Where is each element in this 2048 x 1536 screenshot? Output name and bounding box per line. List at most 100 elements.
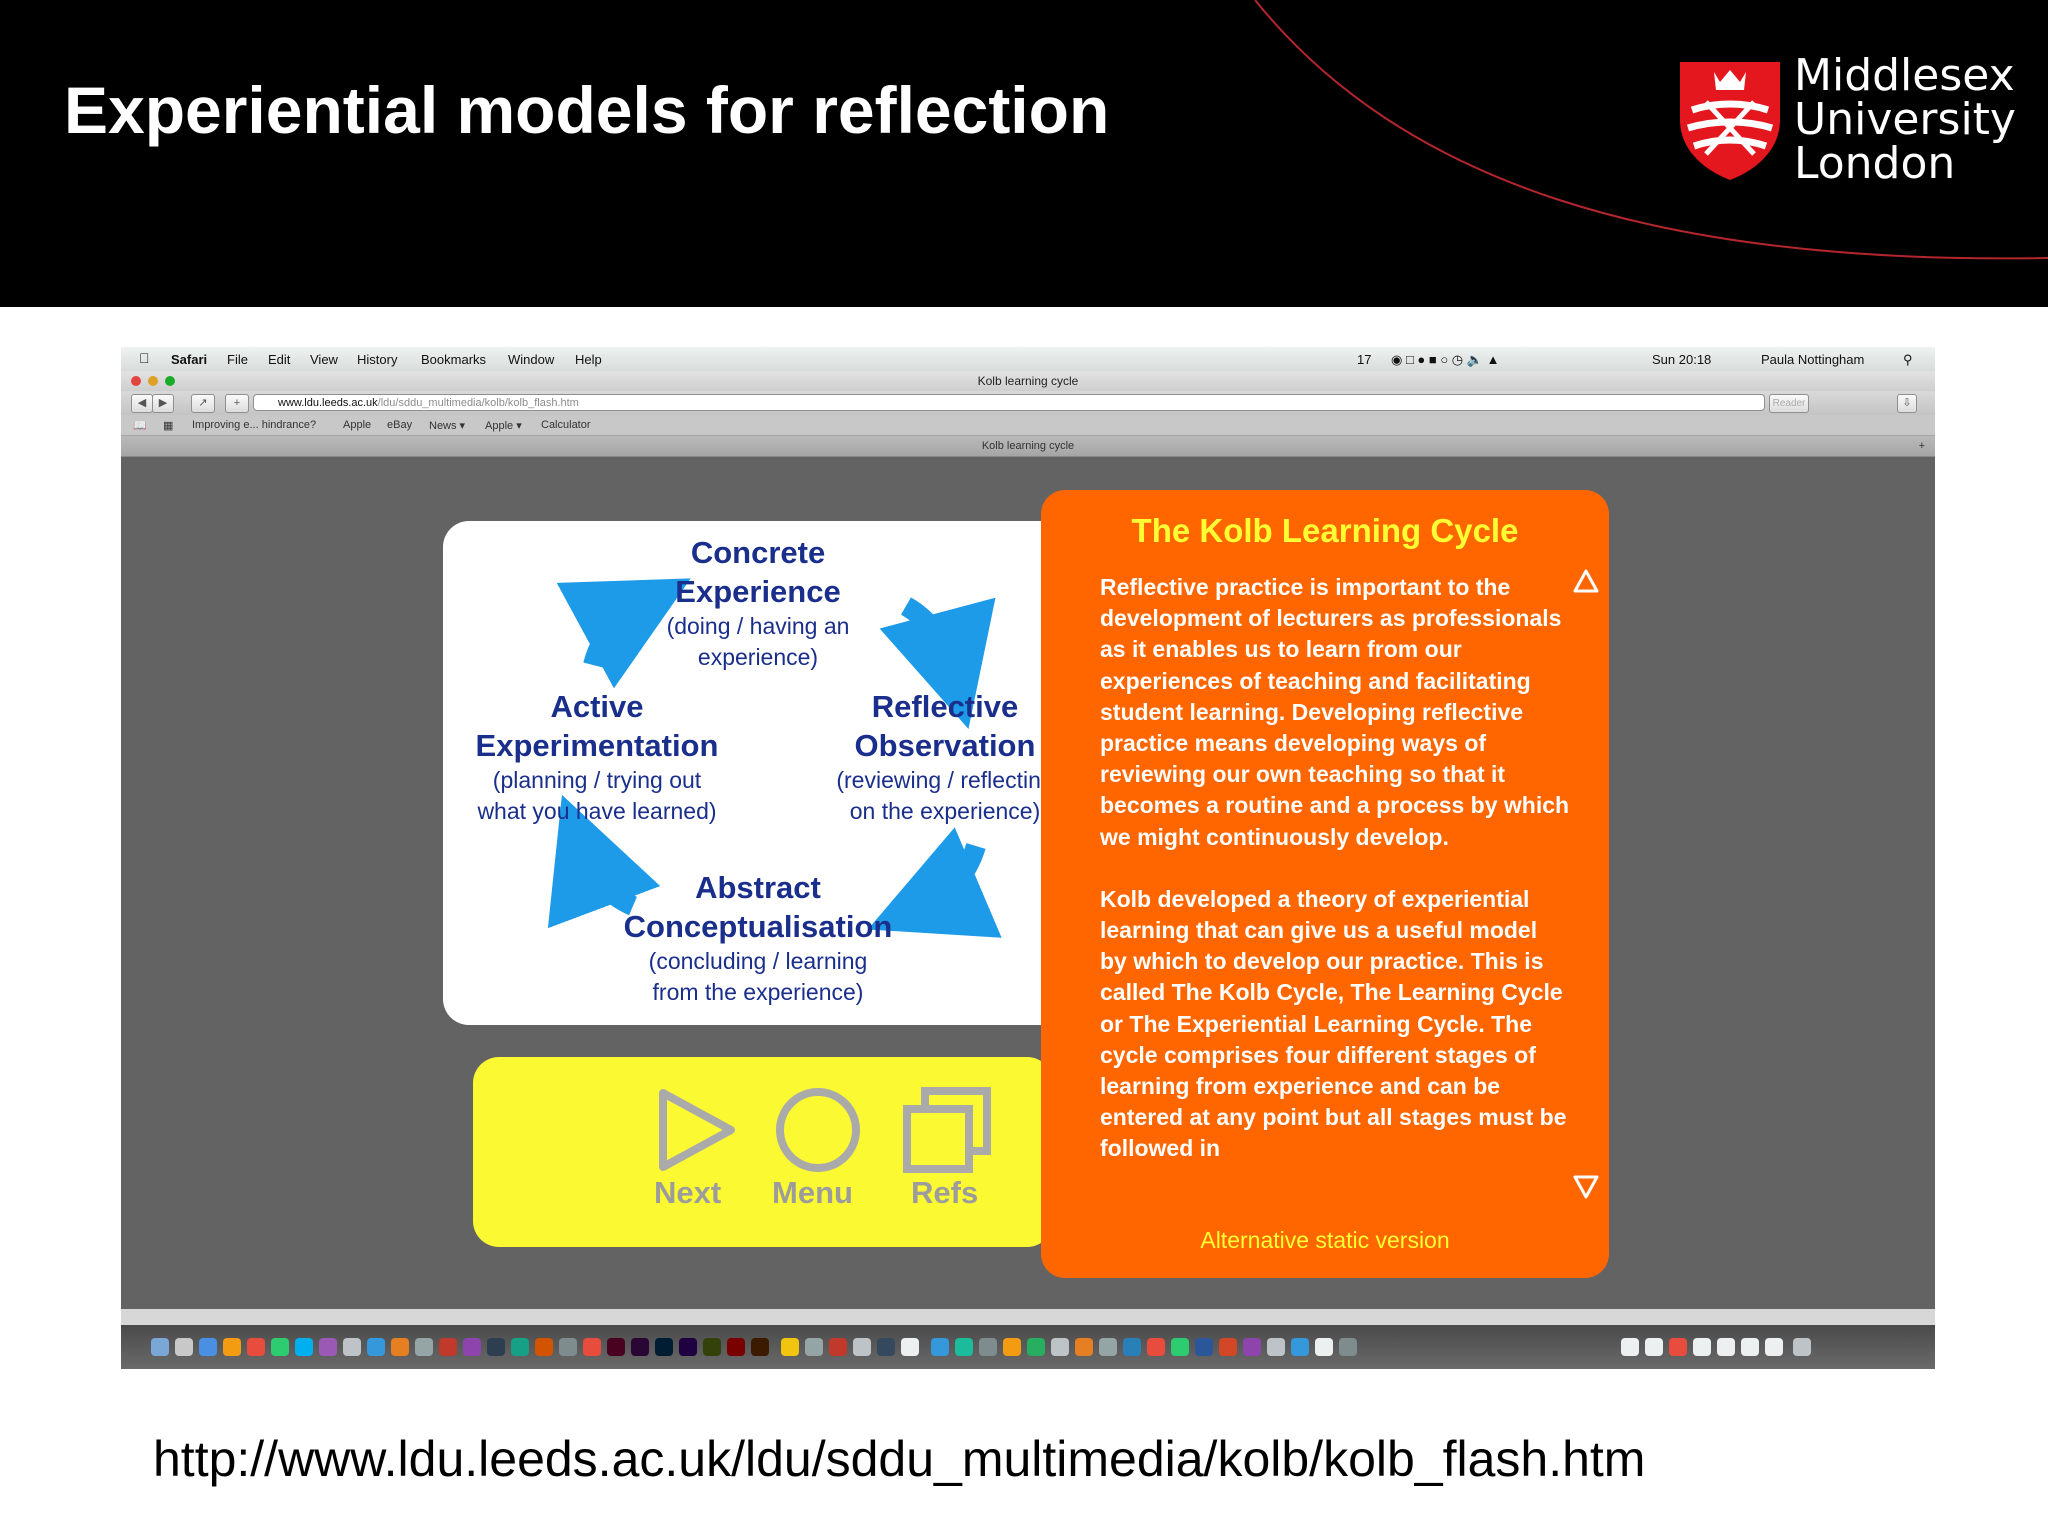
scroll-down-arrow-icon[interactable] xyxy=(1572,1174,1600,1200)
document-dock-icon[interactable] xyxy=(1645,1338,1663,1356)
app-dock-icon[interactable] xyxy=(367,1338,385,1356)
next-button[interactable]: Next xyxy=(649,1087,749,1237)
menubar-clock[interactable]: Sun 20:18 xyxy=(1652,352,1712,367)
minimize-window-button[interactable] xyxy=(148,376,158,386)
app-dock-icon[interactable] xyxy=(1075,1338,1093,1356)
app-dock-icon[interactable] xyxy=(487,1338,505,1356)
bookmark-item[interactable]: Improving e... hindrance? xyxy=(192,419,317,431)
menu-file[interactable]: File xyxy=(227,352,248,367)
spotlight-search-icon[interactable]: ⚲ xyxy=(1903,352,1913,367)
app-dock-icon[interactable] xyxy=(877,1338,895,1356)
document-dock-icon[interactable] xyxy=(1621,1338,1639,1356)
app-dock-icon[interactable] xyxy=(781,1338,799,1356)
downloads-button[interactable]: ⇩ xyxy=(1897,394,1917,413)
app-dock-icon[interactable] xyxy=(511,1338,529,1356)
app-dock-icon[interactable] xyxy=(319,1338,337,1356)
finder-dock-icon[interactable] xyxy=(151,1338,169,1356)
app-dock-icon[interactable] xyxy=(1147,1338,1165,1356)
app-dock-icon[interactable] xyxy=(271,1338,289,1356)
document-dock-icon[interactable] xyxy=(1741,1338,1759,1356)
app-dock-icon[interactable] xyxy=(439,1338,457,1356)
app-dock-icon[interactable] xyxy=(1099,1338,1117,1356)
app-dock-icon[interactable] xyxy=(1003,1338,1021,1356)
app-dock-icon[interactable] xyxy=(931,1338,949,1356)
app-dock-icon[interactable] xyxy=(1243,1338,1261,1356)
app-dock-icon[interactable] xyxy=(535,1338,553,1356)
excel-dock-icon[interactable] xyxy=(1171,1338,1189,1356)
app-dock-icon[interactable] xyxy=(955,1338,973,1356)
bookmark-item[interactable]: Apple xyxy=(343,419,372,431)
status-icons[interactable]: ◉ □ ● ■ ○ ◷ 🔈 ▲ xyxy=(1391,352,1500,367)
new-tab-button[interactable]: + xyxy=(1918,440,1925,452)
word-dock-icon[interactable] xyxy=(1195,1338,1213,1356)
tab-kolb-learning-cycle[interactable]: Kolb learning cycle xyxy=(981,440,1075,452)
app-dock-icon[interactable] xyxy=(343,1338,361,1356)
aftereffects-dock-icon[interactable] xyxy=(679,1338,697,1356)
reader-button[interactable]: Reader xyxy=(1769,394,1809,413)
dreamweaver-dock-icon[interactable] xyxy=(703,1338,721,1356)
skype-dock-icon[interactable] xyxy=(295,1338,313,1356)
scroll-up-arrow-icon[interactable] xyxy=(1572,568,1600,594)
app-dock-icon[interactable] xyxy=(1123,1338,1141,1356)
app-dock-icon[interactable] xyxy=(1291,1338,1309,1356)
app-dock-icon[interactable] xyxy=(1267,1338,1285,1356)
url-field[interactable]: www.ldu.leeds.ac.uk/ldu/sddu_multimedia/… xyxy=(253,394,1765,411)
apple-icon[interactable]:  xyxy=(139,350,150,366)
flash-dock-icon[interactable] xyxy=(727,1338,745,1356)
app-dock-icon[interactable] xyxy=(415,1338,433,1356)
menu-history[interactable]: History xyxy=(357,352,398,367)
premiere-dock-icon[interactable] xyxy=(631,1338,649,1356)
indesign-dock-icon[interactable] xyxy=(607,1338,625,1356)
top-sites-icon[interactable]: ▦ xyxy=(163,420,174,432)
menu-edit[interactable]: Edit xyxy=(268,352,291,367)
app-dock-icon[interactable] xyxy=(1051,1338,1069,1356)
bookmark-item[interactable]: News ▾ xyxy=(429,420,466,432)
document-dock-icon[interactable] xyxy=(1717,1338,1735,1356)
safari-dock-icon[interactable] xyxy=(199,1338,217,1356)
calendar-dock-icon[interactable] xyxy=(901,1338,919,1356)
bookmark-item[interactable]: eBay xyxy=(387,419,413,431)
reading-list-icon[interactable]: 📖 xyxy=(133,420,147,432)
horizontal-scrollbar[interactable] xyxy=(121,1309,1935,1325)
bookmark-item[interactable]: Calculator xyxy=(541,419,591,431)
app-dock-icon[interactable] xyxy=(853,1338,871,1356)
stage-abstract-conceptualisation[interactable]: Abstract Conceptualisation (concluding /… xyxy=(613,868,903,1008)
app-dock-icon[interactable] xyxy=(829,1338,847,1356)
add-bookmark-button[interactable]: + xyxy=(225,394,249,413)
app-dock-icon[interactable] xyxy=(1339,1338,1357,1356)
app-dock-icon[interactable] xyxy=(979,1338,997,1356)
acrobat-dock-icon[interactable] xyxy=(583,1338,601,1356)
document-dock-icon[interactable] xyxy=(1669,1338,1687,1356)
menu-help[interactable]: Help xyxy=(575,352,602,367)
app-dock-icon[interactable] xyxy=(391,1338,409,1356)
bookmark-item[interactable]: Apple ▾ xyxy=(485,420,522,432)
refs-button[interactable]: Refs xyxy=(901,1087,1001,1237)
document-dock-icon[interactable] xyxy=(1765,1338,1783,1356)
back-button[interactable]: ◀ xyxy=(131,394,153,413)
status-counter[interactable]: 17 xyxy=(1357,352,1372,367)
illustrator-dock-icon[interactable] xyxy=(751,1338,769,1356)
app-dock-icon[interactable] xyxy=(463,1338,481,1356)
menu-bookmarks[interactable]: Bookmarks xyxy=(421,352,487,367)
trash-dock-icon[interactable] xyxy=(1793,1338,1811,1356)
menu-view[interactable]: View xyxy=(310,352,338,367)
document-dock-icon[interactable] xyxy=(1693,1338,1711,1356)
menubar-user[interactable]: Paula Nottingham xyxy=(1761,352,1865,367)
app-dock-icon[interactable] xyxy=(805,1338,823,1356)
close-window-button[interactable] xyxy=(131,376,141,386)
menu-button[interactable]: Menu xyxy=(770,1087,870,1237)
launchpad-dock-icon[interactable] xyxy=(175,1338,193,1356)
stage-concrete-experience[interactable]: Concrete Experience (doing / having an e… xyxy=(648,533,868,673)
app-dock-icon[interactable] xyxy=(247,1338,265,1356)
menu-window[interactable]: Window xyxy=(508,352,555,367)
app-dock-icon[interactable] xyxy=(1315,1338,1333,1356)
app-dock-icon[interactable] xyxy=(559,1338,577,1356)
app-dock-icon[interactable] xyxy=(223,1338,241,1356)
photoshop-dock-icon[interactable] xyxy=(655,1338,673,1356)
zoom-window-button[interactable] xyxy=(165,376,175,386)
share-button[interactable]: ↗ xyxy=(191,394,215,413)
app-dock-icon[interactable] xyxy=(1027,1338,1045,1356)
alternative-static-version-link[interactable]: Alternative static version xyxy=(1200,1227,1450,1253)
stage-active-experimentation[interactable]: Active Experimentation (planning / tryin… xyxy=(455,687,739,827)
stage-reflective-observation[interactable]: Reflective Observation (reviewing / refl… xyxy=(818,687,1072,827)
